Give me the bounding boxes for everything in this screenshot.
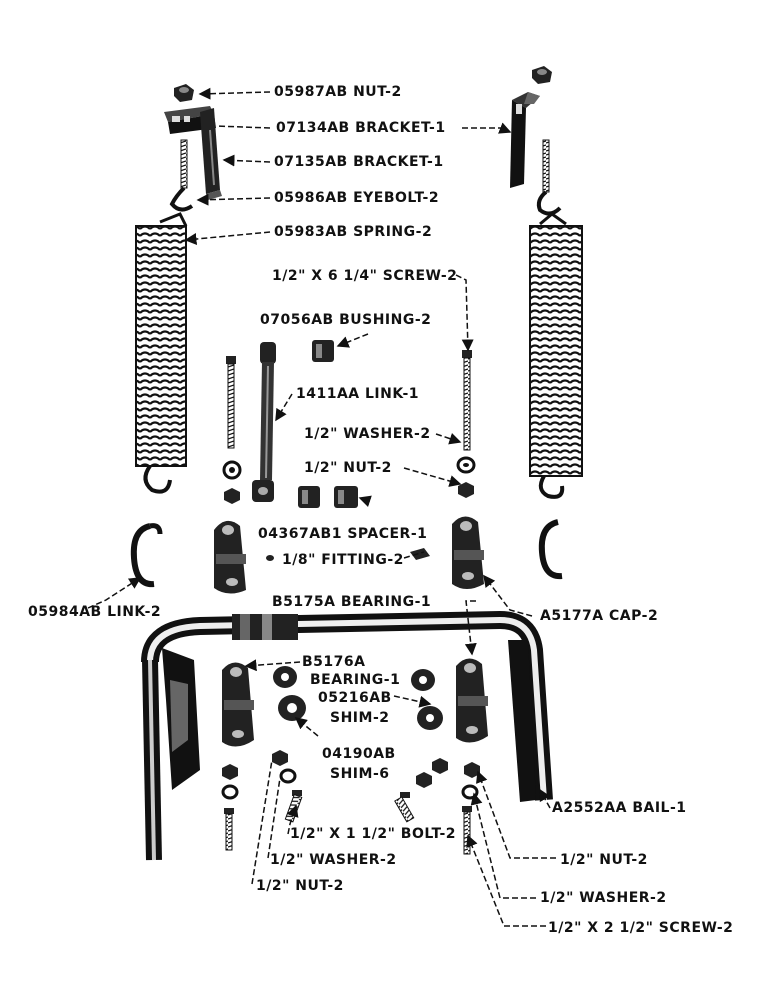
screw-long-right — [462, 350, 472, 451]
bracket-07135-left — [200, 108, 222, 200]
shim-center-right-upper — [411, 669, 435, 691]
label-screw-6-1-4: 1/2" X 6 1/4" SCREW-2 — [272, 268, 458, 284]
shim-center-right-lower — [417, 706, 443, 730]
label-nut-05987: 05987AB NUT-2 — [274, 84, 402, 100]
bushing — [312, 340, 334, 362]
nut-lower-left-inner — [272, 750, 288, 766]
washer-lower-left-outer — [221, 784, 239, 800]
label-shim-05216-line2: SHIM-2 — [330, 710, 390, 726]
fitting-left — [266, 555, 274, 561]
label-bearing-b5176-line1: B5176A — [302, 654, 366, 670]
fitting-right — [410, 548, 430, 560]
bolt-lower-right — [394, 792, 415, 823]
shim-center-left-upper — [273, 666, 297, 688]
label-bracket-07134: 07134AB BRACKET-1 — [276, 120, 446, 136]
label-bracket-07135: 07135AB BRACKET-1 — [274, 154, 444, 170]
label-bearing-b5176-line2: BEARING-1 — [310, 672, 401, 688]
bracket-right — [510, 92, 540, 188]
label-eyebolt: 05986AB EYEBOLT-2 — [274, 190, 440, 206]
label-spacer: 04367AB1 SPACER-1 — [258, 526, 428, 542]
nut-lower-right-inner-2 — [416, 772, 432, 788]
label-bail: A2552AA BAIL-1 — [552, 800, 687, 816]
screw-lower-right-outer — [462, 806, 472, 855]
label-screw-2-1-2: 1/2" X 2 1/2" SCREW-2 — [548, 920, 734, 936]
label-nut-lower-right: 1/2" NUT-2 — [560, 852, 648, 868]
bolt-lower-left — [284, 790, 303, 823]
screw-long-left — [226, 356, 236, 449]
label-fitting: 1/8" FITTING-2 — [282, 552, 404, 568]
label-bearing-b5175: B5175A BEARING-1 — [272, 594, 432, 610]
label-shim-04190-line1: 04190AB — [322, 746, 396, 762]
leader-lines — [87, 87, 556, 927]
nut-upper-left — [224, 488, 240, 504]
bearing-b5176-right — [456, 658, 488, 743]
spring-right — [529, 212, 583, 499]
washer-upper-left — [222, 460, 242, 480]
label-nut-lower-left: 1/2" NUT-2 — [256, 878, 344, 894]
eyebolt-left — [169, 139, 194, 212]
label-link-1411: 1411AA LINK-1 — [296, 386, 420, 402]
cap-right — [452, 516, 484, 589]
link-05984-left — [130, 523, 163, 588]
label-link-05984: 05984AB LINK-2 — [28, 604, 162, 620]
label-bolt-1-1-2: 1/2" X 1 1/2" BOLT-2 — [290, 826, 457, 842]
spring-left — [135, 212, 188, 494]
link-05984-right — [538, 519, 563, 580]
nut-lower-right-outer — [464, 762, 480, 778]
label-washer-lower-right: 1/2" WASHER-2 — [540, 890, 667, 906]
bearing-b5176-left — [222, 662, 254, 747]
label-nut-upper: 1/2" NUT-2 — [304, 460, 392, 476]
spacer-right — [334, 486, 358, 508]
label-spring: 05983AB SPRING-2 — [274, 224, 433, 240]
nut-upper-right — [458, 482, 474, 498]
spacer-left — [298, 486, 320, 508]
label-washer-upper: 1/2" WASHER-2 — [304, 426, 431, 442]
screw-lower-left-outer — [224, 808, 234, 851]
eyebolt-right — [536, 139, 562, 216]
bail — [141, 611, 553, 861]
label-cap: A5177A CAP-2 — [540, 608, 659, 624]
label-bushing: 07056AB BUSHING-2 — [260, 312, 432, 328]
washer-upper-right — [456, 456, 476, 474]
label-washer-lower-left: 1/2" WASHER-2 — [270, 852, 397, 868]
washer-lower-left-inner — [279, 768, 297, 784]
nut-left — [174, 84, 194, 102]
cap-left — [214, 520, 246, 594]
label-shim-05216-line1: 05216AB — [318, 690, 392, 706]
link-1411 — [252, 342, 276, 502]
nut-lower-right-inner — [432, 758, 448, 774]
label-shim-04190-line2: SHIM-6 — [330, 766, 390, 782]
nut-lower-left-outer — [222, 764, 238, 780]
nut-right — [532, 66, 552, 84]
shim-center-left-lower — [278, 695, 306, 721]
